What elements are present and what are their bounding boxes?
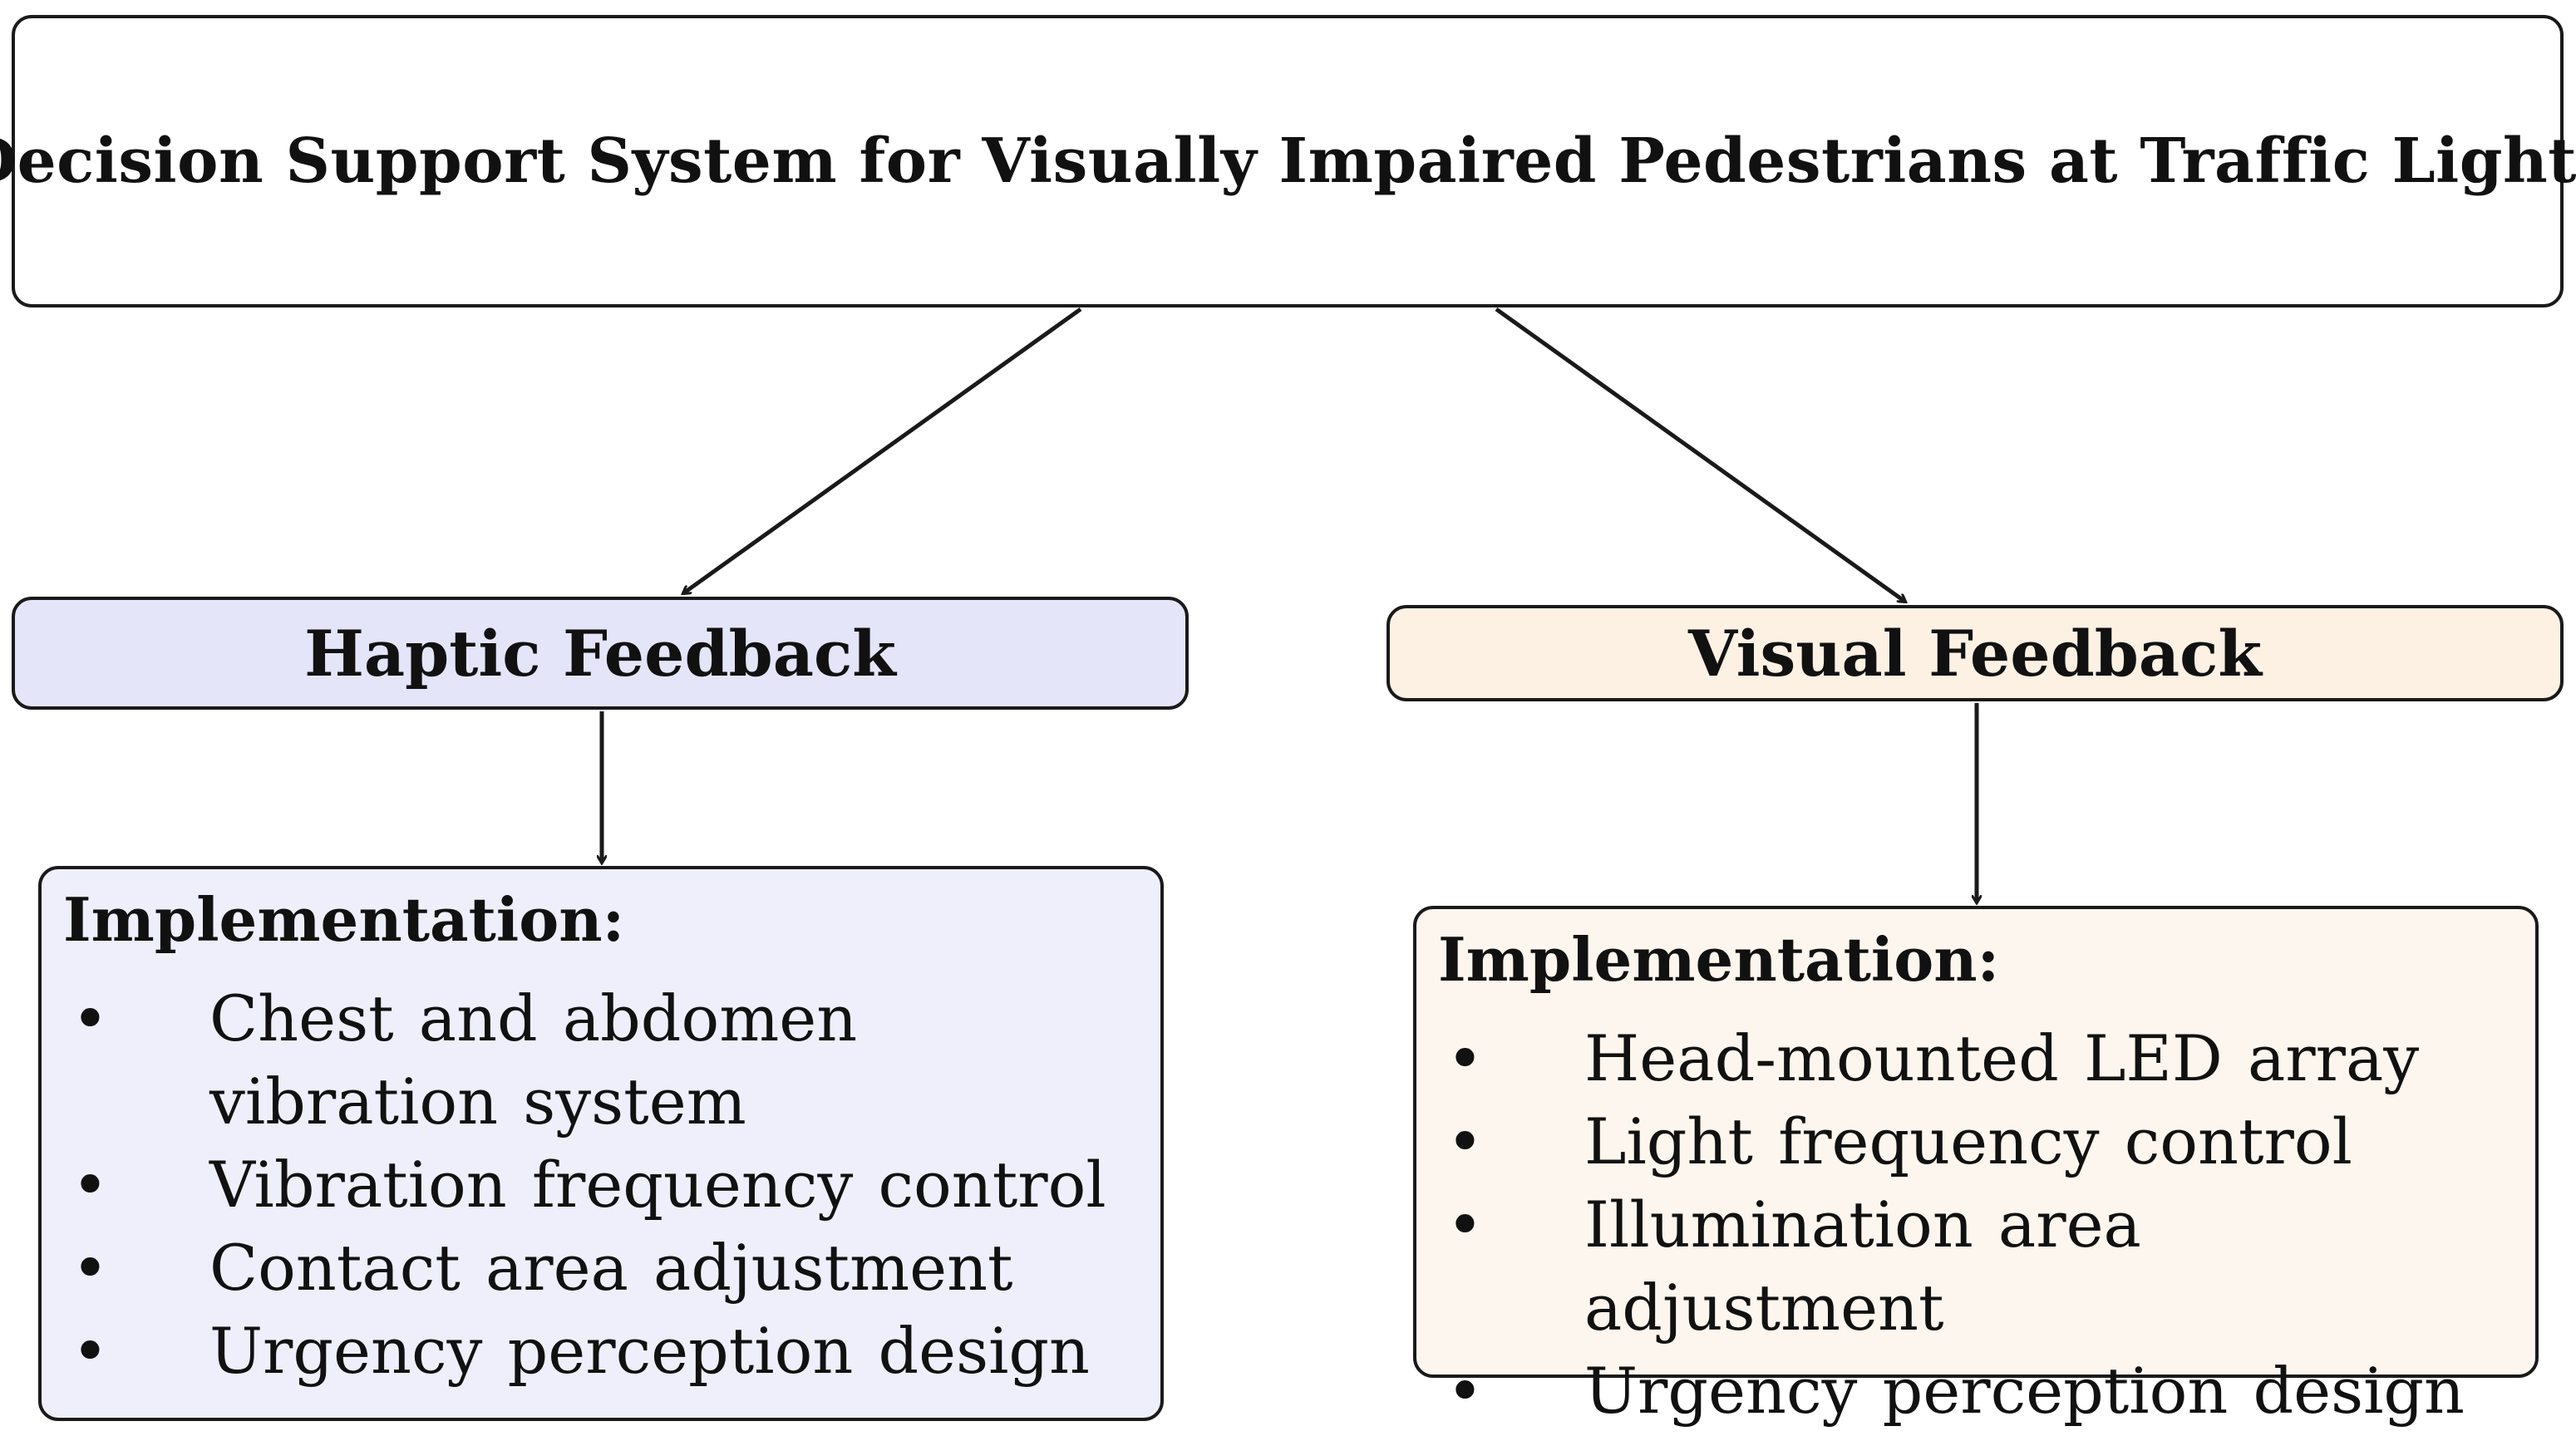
- list-item: • Urgency perception design: [1416, 1350, 2535, 1433]
- bullet-icon: •: [1446, 1188, 1484, 1261]
- list-item-text: Illumination area adjustment: [1584, 1188, 2141, 1345]
- bullet-icon: •: [71, 1314, 109, 1388]
- haptic-implementation-list: • Chest and abdomen vibration system • Vib…: [42, 977, 1160, 1393]
- arrow-title-to-visual: [1495, 307, 1905, 602]
- list-item-text: Chest and abdomen vibration system: [209, 981, 858, 1138]
- list-item: • Urgency perception design: [42, 1310, 1160, 1393]
- list-item-text: Vibration frequency control: [209, 1148, 1106, 1222]
- list-item-text: Urgency perception design: [1584, 1354, 2465, 1428]
- list-item: • Illumination area adjustment: [1416, 1183, 2535, 1350]
- list-item: • Light frequency control: [1416, 1100, 2535, 1183]
- list-item-text: Light frequency control: [1584, 1104, 2352, 1178]
- title-box: Decision Support System for Visually Imp…: [0, 15, 2576, 307]
- arrow-title-to-haptic: [683, 307, 1082, 593]
- list-item: • Chest and abdomen vibration system: [42, 977, 1160, 1143]
- bullet-icon: •: [71, 1231, 109, 1305]
- visual-implementation-box: Implementation: •Head-mounted LED array …: [1413, 906, 2539, 1428]
- bullet-icon: •: [71, 981, 109, 1055]
- haptic-feedback-box: Haptic Feedback: [12, 597, 1189, 710]
- visual-feedback-box: Visual Feedback: [1387, 605, 2564, 701]
- visual-implementation-heading: Implementation:: [1438, 924, 2000, 995]
- bullet-icon: •: [1446, 1021, 1484, 1095]
- list-item: • Head-mounted LED array: [1416, 1017, 2535, 1100]
- list-item-text: Contact area adjustment: [209, 1231, 1013, 1305]
- haptic-feedback-label: Haptic Feedback: [304, 616, 896, 691]
- list-item: • Contact area adjustment: [42, 1227, 1160, 1310]
- bullet-icon: •: [71, 1148, 109, 1222]
- list-item: • Vibration frequency control: [42, 1143, 1160, 1227]
- bullet-icon: •: [1446, 1354, 1484, 1428]
- haptic-implementation-box: Implementation: • Chest and abdomen vibra…: [38, 866, 1164, 1421]
- diagram-title: Decision Support System for Visually Imp…: [0, 125, 2576, 197]
- list-item-text: Head-mounted LED array: [1584, 1021, 2420, 1095]
- list-item-text: Urgency perception design: [209, 1314, 1091, 1388]
- visual-feedback-label: Visual Feedback: [1687, 616, 2263, 691]
- bullet-icon: •: [1446, 1104, 1484, 1178]
- haptic-implementation-heading: Implementation:: [63, 884, 625, 955]
- visual-implementation-list: • Head-mounted LED array • Light frequency…: [1416, 1017, 2535, 1433]
